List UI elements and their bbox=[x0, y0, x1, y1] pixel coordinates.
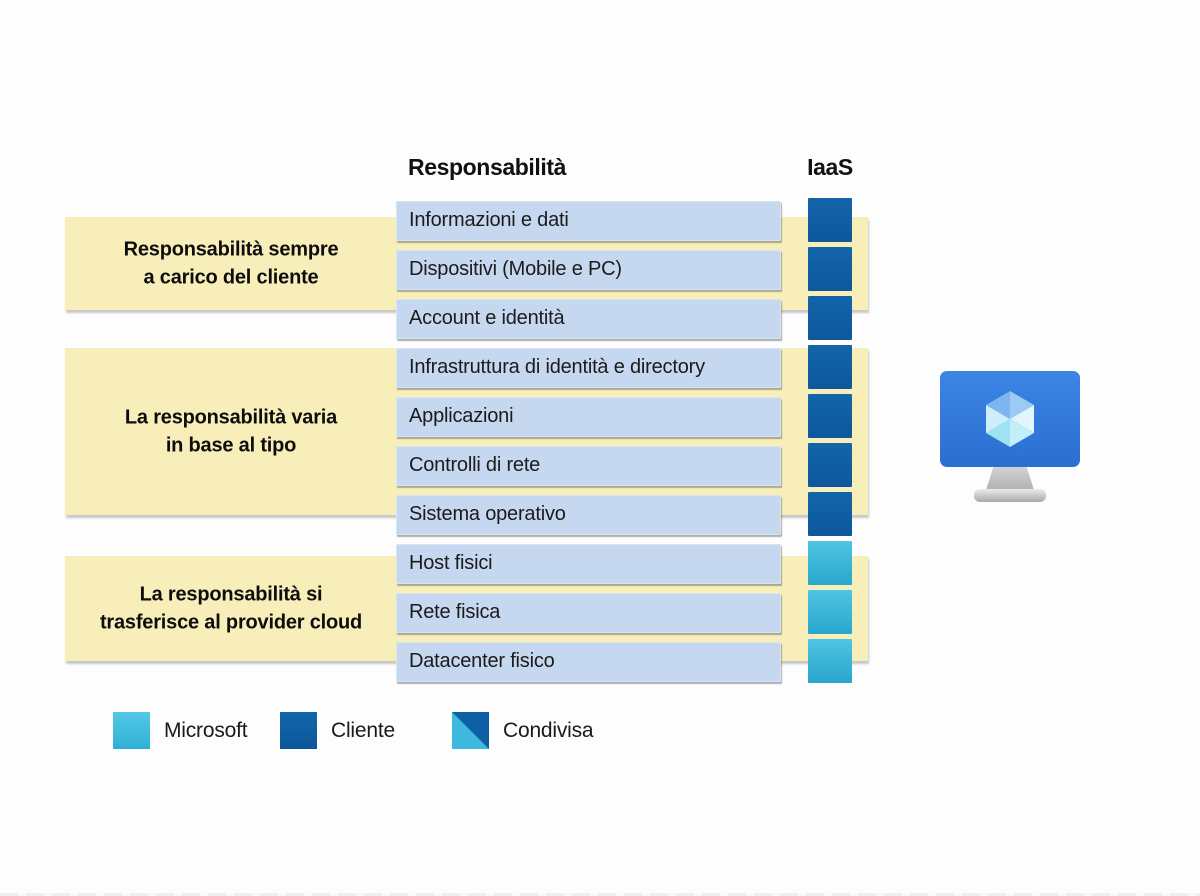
responsibility-row: Host fisici bbox=[396, 544, 781, 584]
responsibility-row: Controlli di rete bbox=[396, 446, 781, 486]
band-label: La responsabilità varia in base al tipo bbox=[65, 403, 397, 460]
iaas-ownership-square bbox=[808, 296, 852, 340]
legend-label: Cliente bbox=[331, 718, 395, 742]
cube-glyph bbox=[986, 391, 1034, 447]
band-label-line2: trasferisce al provider cloud bbox=[99, 611, 363, 634]
iaas-ownership-square bbox=[808, 198, 852, 242]
band-label-line2: in base al tipo bbox=[165, 434, 297, 457]
vm-monitor-icon bbox=[940, 371, 1080, 502]
legend-item-condivisa: Condivisa bbox=[452, 712, 594, 749]
column-header-responsibility: Responsabilità bbox=[408, 154, 566, 180]
iaas-ownership-square bbox=[808, 443, 852, 487]
band-label-line2: a carico del cliente bbox=[143, 266, 319, 289]
responsibility-row: Rete fisica bbox=[396, 593, 781, 633]
legend-item-cliente: Cliente bbox=[280, 712, 395, 749]
legend-label: Microsoft bbox=[164, 718, 248, 742]
iaas-ownership-square bbox=[808, 639, 852, 683]
iaas-ownership-square bbox=[808, 247, 852, 291]
iaas-ownership-square bbox=[808, 590, 852, 634]
iaas-ownership-square bbox=[808, 394, 852, 438]
legend-label: Condivisa bbox=[503, 718, 594, 742]
band-label-line1: La responsabilità varia bbox=[124, 406, 338, 429]
responsibility-row: Datacenter fisico bbox=[396, 642, 781, 682]
responsibility-row: Sistema operativo bbox=[396, 495, 781, 535]
condivisa-color-swatch bbox=[452, 712, 489, 749]
iaas-ownership-square bbox=[808, 492, 852, 536]
legend-item-microsoft: Microsoft bbox=[113, 712, 248, 749]
cliente-color-swatch bbox=[280, 712, 317, 749]
responsibility-row: Account e identità bbox=[396, 299, 781, 339]
band-label-line1: Responsabilità sempre bbox=[123, 238, 339, 261]
band-label: Responsabilità sempre a carico del clien… bbox=[65, 235, 397, 292]
responsibility-row: Informazioni e dati bbox=[396, 201, 781, 241]
responsibility-row: Applicazioni bbox=[396, 397, 781, 437]
iaas-ownership-square bbox=[808, 345, 852, 389]
responsibility-row: Infrastruttura di identità e directory bbox=[396, 348, 781, 388]
microsoft-color-swatch bbox=[113, 712, 150, 749]
band-label-line1: La responsabilità si bbox=[139, 583, 323, 606]
column-header-iaas: IaaS bbox=[807, 154, 853, 180]
iaas-ownership-square bbox=[808, 541, 852, 585]
responsibility-row: Dispositivi (Mobile e PC) bbox=[396, 250, 781, 290]
bottom-edge-artifact bbox=[0, 893, 1200, 896]
band-label: La responsabilità si trasferisce al prov… bbox=[65, 580, 397, 637]
